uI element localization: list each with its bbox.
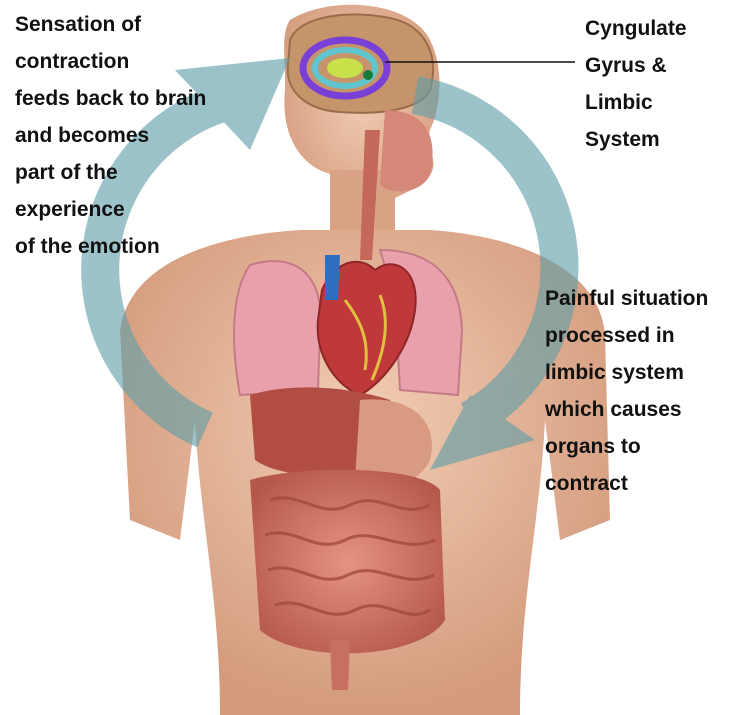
label-line: Limbic [585,84,687,121]
label-line: Sensation of [15,6,206,43]
label-line: Painful situation [545,280,708,317]
label-line: processed in [545,317,708,354]
label-line: and becomes [15,117,206,154]
label-cingulate-gyrus: Cyngulate Gyrus & Limbic System [585,10,687,158]
brain [288,14,433,112]
label-line: contract [545,465,708,502]
label-line: of the emotion [15,228,206,265]
label-feedback: Sensation of contraction feeds back to b… [15,6,206,265]
label-line: experience [15,191,206,228]
label-line: which causes [545,391,708,428]
label-line: feeds back to brain [15,80,206,117]
label-painful-situation: Painful situation processed in limbic sy… [545,280,708,502]
label-line: contraction [15,43,206,80]
label-line: Gyrus & [585,47,687,84]
label-line: Cyngulate [585,10,687,47]
label-line: part of the [15,154,206,191]
label-line: System [585,121,687,158]
label-line: limbic system [545,354,708,391]
label-line: organs to [545,428,708,465]
